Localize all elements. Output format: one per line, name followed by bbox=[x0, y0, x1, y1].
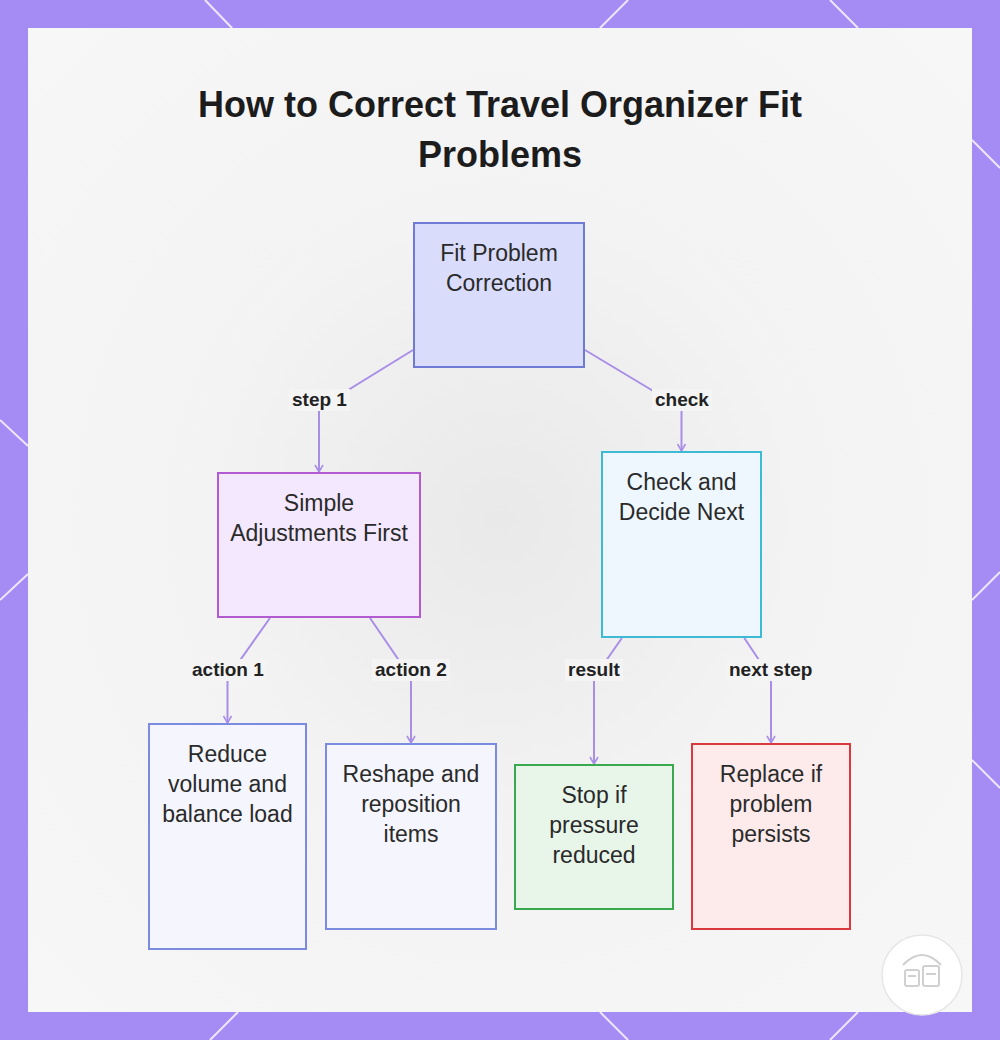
root-box: Fit Problem Correction bbox=[413, 222, 585, 368]
diagram-title: How to Correct Travel Organizer Fit Prob… bbox=[130, 80, 870, 180]
action-box: Reshape and reposition items bbox=[325, 743, 497, 930]
logo-badge bbox=[882, 935, 962, 1015]
connector bbox=[594, 638, 622, 764]
action-box: Reduce volume and balance load bbox=[148, 723, 307, 950]
process-box: Simple Adjustments First bbox=[217, 472, 421, 618]
node-label: Reduce volume and balance load bbox=[160, 739, 295, 829]
decision-box: Check and Decide Next bbox=[601, 451, 762, 638]
node-label: Simple Adjustments First bbox=[229, 488, 409, 548]
node-label: Replace if problem persists bbox=[703, 759, 839, 849]
node-label: Check and Decide Next bbox=[613, 467, 750, 527]
connector bbox=[744, 638, 771, 743]
edge-label: step 1 bbox=[289, 389, 350, 411]
node-label: Fit Problem Correction bbox=[425, 238, 573, 298]
result-box: Stop if pressure reduced bbox=[514, 764, 674, 910]
connector bbox=[319, 350, 413, 472]
outcome-box: Replace if problem persists bbox=[691, 743, 851, 930]
node-label: Stop if pressure reduced bbox=[526, 780, 662, 870]
edge-label: check bbox=[652, 389, 712, 411]
edge-label: action 1 bbox=[189, 659, 267, 681]
edge-label: next step bbox=[726, 659, 815, 681]
node-label: Reshape and reposition items bbox=[337, 759, 485, 849]
edge-label: action 2 bbox=[372, 659, 450, 681]
edge-label: result bbox=[565, 659, 623, 681]
